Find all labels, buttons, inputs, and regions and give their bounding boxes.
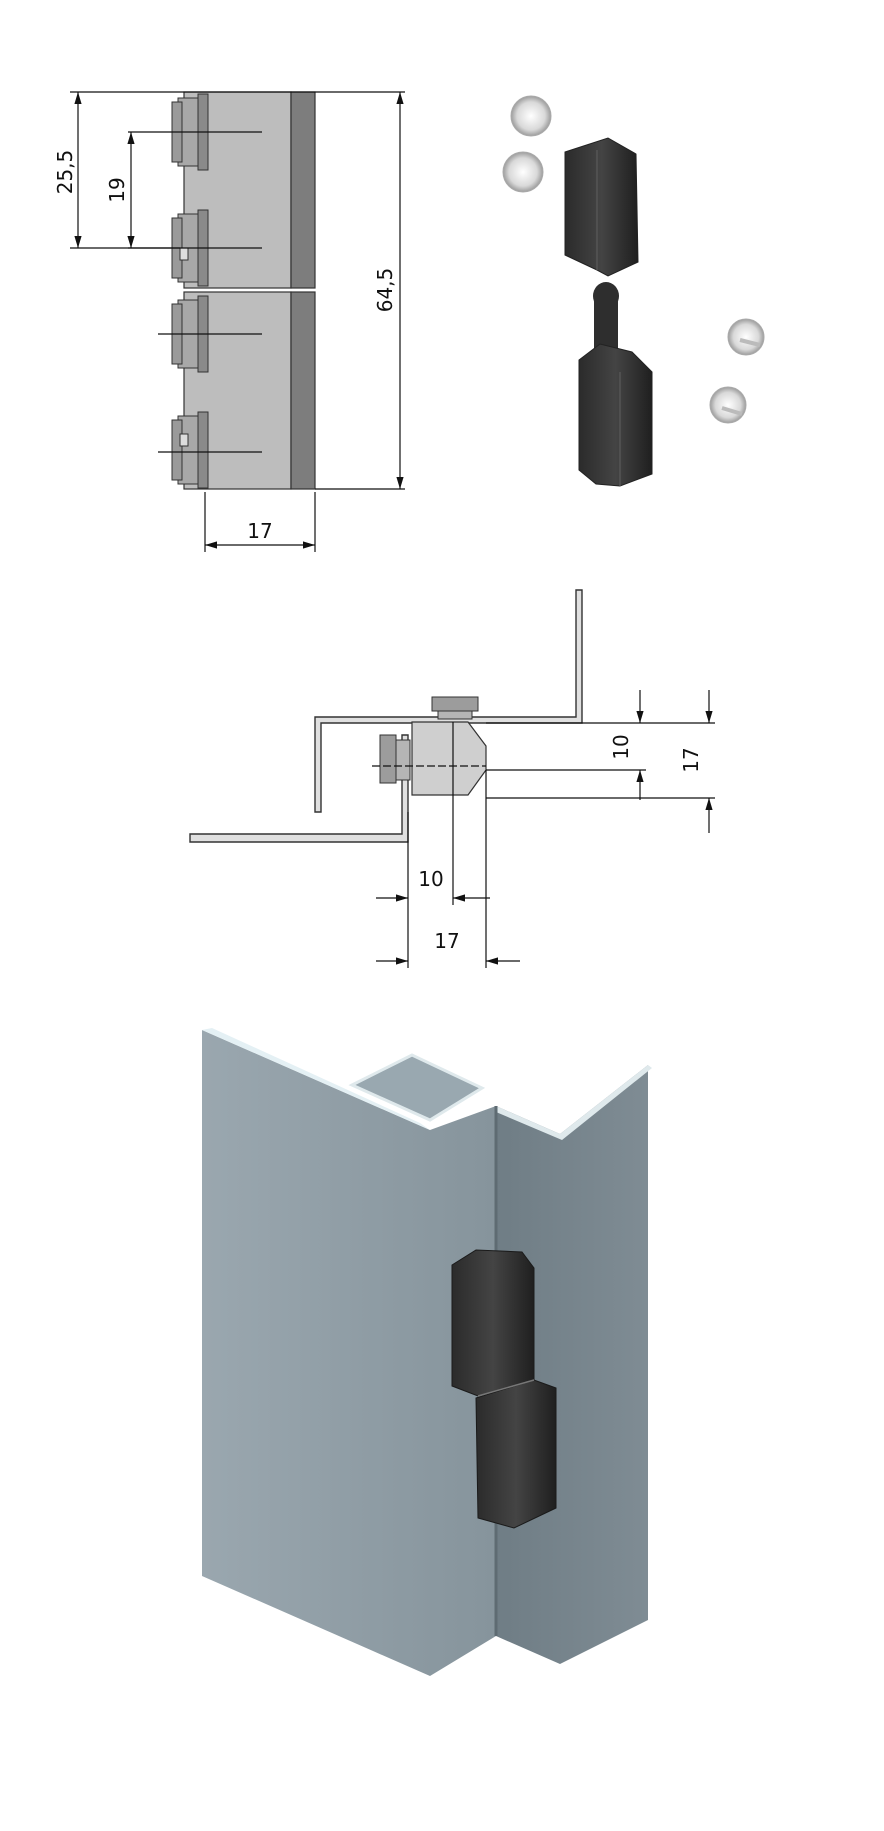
left-profile-face bbox=[202, 1030, 496, 1676]
dim-64-5: 64,5 bbox=[373, 268, 397, 313]
dim-17-horizontal: 17 bbox=[434, 929, 459, 953]
hinge-lower-edge bbox=[290, 291, 316, 490]
washer-icon bbox=[502, 151, 544, 193]
top-screw-head bbox=[431, 696, 479, 712]
dim-25-5: 25,5 bbox=[53, 150, 77, 195]
frame-profile-outline bbox=[189, 734, 409, 843]
dim-10-horizontal: 10 bbox=[418, 867, 443, 891]
front-elevation-view: 25,5 19 64,5 17 bbox=[53, 91, 405, 552]
left-profile-top bbox=[202, 1028, 430, 1130]
door-profile-outline bbox=[314, 589, 583, 813]
washer-icon bbox=[709, 386, 747, 424]
hinge-pin-leaf-icon bbox=[578, 282, 653, 487]
mounted-hinge-upper bbox=[451, 1249, 535, 1397]
hinge-section-body bbox=[411, 721, 487, 796]
washer-icon bbox=[727, 318, 765, 356]
hinge-upper-edge bbox=[290, 91, 316, 289]
mounted-assembly-view bbox=[202, 1028, 652, 1676]
hinge-leaf-icon bbox=[564, 137, 639, 277]
dim-17-width: 17 bbox=[247, 519, 272, 543]
exploded-parts-view bbox=[502, 95, 765, 487]
washer-icon bbox=[510, 95, 552, 137]
side-screw-head bbox=[379, 734, 397, 784]
dim-19: 19 bbox=[105, 177, 129, 202]
dim-10-vertical: 10 bbox=[609, 734, 633, 759]
screw-4 bbox=[171, 411, 209, 489]
dim-17-vertical: 17 bbox=[679, 747, 703, 772]
section-view: 10 17 10 17 bbox=[189, 589, 715, 968]
mounted-hinge-lower bbox=[475, 1379, 557, 1529]
